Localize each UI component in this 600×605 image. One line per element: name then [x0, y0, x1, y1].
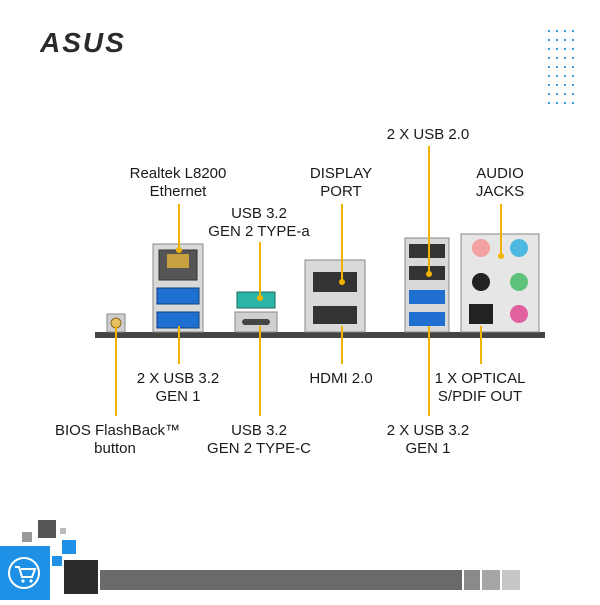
grid-dot: [572, 30, 574, 32]
decor-square: [60, 528, 66, 534]
usb-tower: [404, 237, 450, 333]
decor-square: [62, 540, 76, 554]
grid-dot: [572, 102, 574, 104]
grid-dot: [564, 84, 566, 86]
asus-logo: ASUS: [39, 27, 152, 58]
decor-square: [38, 520, 56, 538]
connector-dot: [426, 271, 432, 277]
ethernet-usb-stack: [152, 243, 204, 333]
label-usb20: 2 X USB 2.0: [386, 126, 470, 143]
connector-dot: [498, 253, 504, 259]
connector-line: [259, 326, 261, 416]
dp-hdmi-stack: [304, 259, 366, 333]
decor-square: [22, 532, 32, 542]
connector-line: [341, 326, 343, 364]
grid-dot: [556, 39, 558, 41]
grid-dot: [548, 93, 550, 95]
grid-dot: [548, 57, 550, 59]
grid-dot: [548, 102, 550, 104]
grid-dot: [564, 57, 566, 59]
grid-dot: [548, 75, 550, 77]
decor-square: [52, 556, 62, 566]
footer-bar-segment: [502, 570, 520, 590]
bios-flashback-button: [106, 313, 126, 333]
decor-square: [64, 560, 98, 594]
grid-dot: [556, 102, 558, 104]
grid-dot: [548, 66, 550, 68]
grid-dot: [572, 75, 574, 77]
dot-grid-decoration: [548, 30, 574, 108]
grid-dot: [564, 48, 566, 50]
grid-dot: [564, 39, 566, 41]
grid-dot: [572, 39, 574, 41]
grid-dot: [548, 84, 550, 86]
connector-line: [480, 326, 482, 364]
io-panel: [95, 220, 545, 345]
grid-dot: [556, 57, 558, 59]
grid-dot: [556, 66, 558, 68]
connector-dot: [339, 279, 345, 285]
grid-dot: [564, 30, 566, 32]
footer-bar: [100, 570, 462, 590]
grid-dot: [548, 30, 550, 32]
grid-dot: [556, 48, 558, 50]
grid-dot: [572, 48, 574, 50]
connector-dot: [257, 295, 263, 301]
grid-dot: [572, 66, 574, 68]
connector-line: [178, 326, 180, 364]
footer-bar-segment: [464, 570, 480, 590]
connector-line: [115, 326, 117, 416]
grid-dot: [564, 66, 566, 68]
connector-dot: [176, 247, 182, 253]
grid-dot: [572, 84, 574, 86]
grid-dot: [564, 93, 566, 95]
svg-text:ASUS: ASUS: [40, 28, 126, 56]
label-hdmi: HDMI 2.0: [309, 370, 373, 387]
grid-dot: [548, 39, 550, 41]
connector-line: [341, 204, 343, 282]
connector-line: [178, 204, 180, 250]
usb-typea-typec: [234, 291, 278, 333]
grid-dot: [556, 84, 558, 86]
connector-line: [428, 146, 430, 274]
grid-dot: [556, 30, 558, 32]
grid-dot: [556, 93, 558, 95]
grid-dot: [572, 57, 574, 59]
grid-dot: [564, 75, 566, 77]
connector-line: [428, 326, 430, 416]
grid-dot: [548, 48, 550, 50]
connector-line: [259, 242, 261, 298]
connector-line: [500, 204, 502, 256]
grid-dot: [556, 75, 558, 77]
shopping-cart-icon: [0, 546, 50, 600]
grid-dot: [564, 102, 566, 104]
grid-dot: [572, 93, 574, 95]
footer-bar-segment: [482, 570, 500, 590]
